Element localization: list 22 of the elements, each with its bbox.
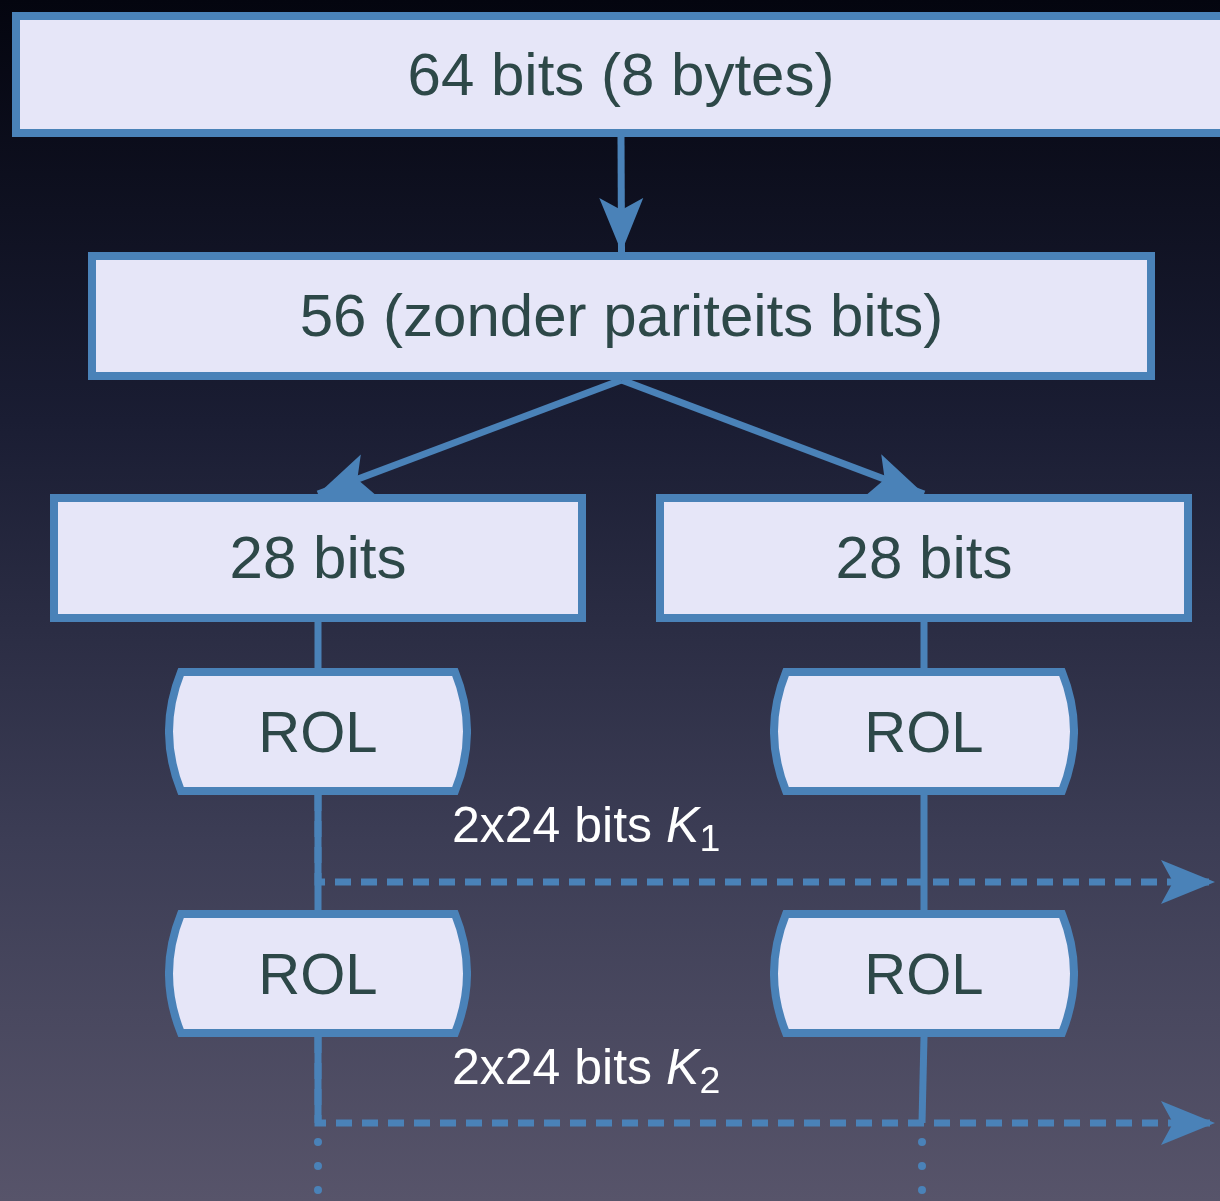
process-box <box>88 252 1155 380</box>
box-label: ROL <box>864 944 984 1003</box>
rotate-left-block <box>165 668 471 795</box>
edge-label: 2x24 bits K$_{2}$ <box>452 1042 721 1092</box>
process-box <box>12 12 1220 137</box>
process-box <box>50 494 586 622</box>
connector-line <box>314 622 322 668</box>
connector-line <box>920 622 928 668</box>
box-label: 28 bits <box>229 528 407 588</box>
box-label: 64 bits (8 bytes) <box>407 44 835 105</box>
box-label: ROL <box>258 702 378 761</box>
box-label: ROL <box>258 944 378 1003</box>
box-label: 56 (zonder pariteits bits) <box>299 286 944 346</box>
rotate-left-block <box>770 910 1078 1037</box>
box-label: 28 bits <box>835 528 1013 588</box>
edge-label: 2x24 bits K$_{1}$ <box>452 800 721 850</box>
rotate-left-block <box>770 668 1078 795</box>
rotate-left-block <box>165 910 471 1037</box>
arrow <box>599 137 644 252</box>
box-label: ROL <box>864 702 984 761</box>
connector-line <box>918 1036 928 1124</box>
process-box <box>656 494 1192 622</box>
